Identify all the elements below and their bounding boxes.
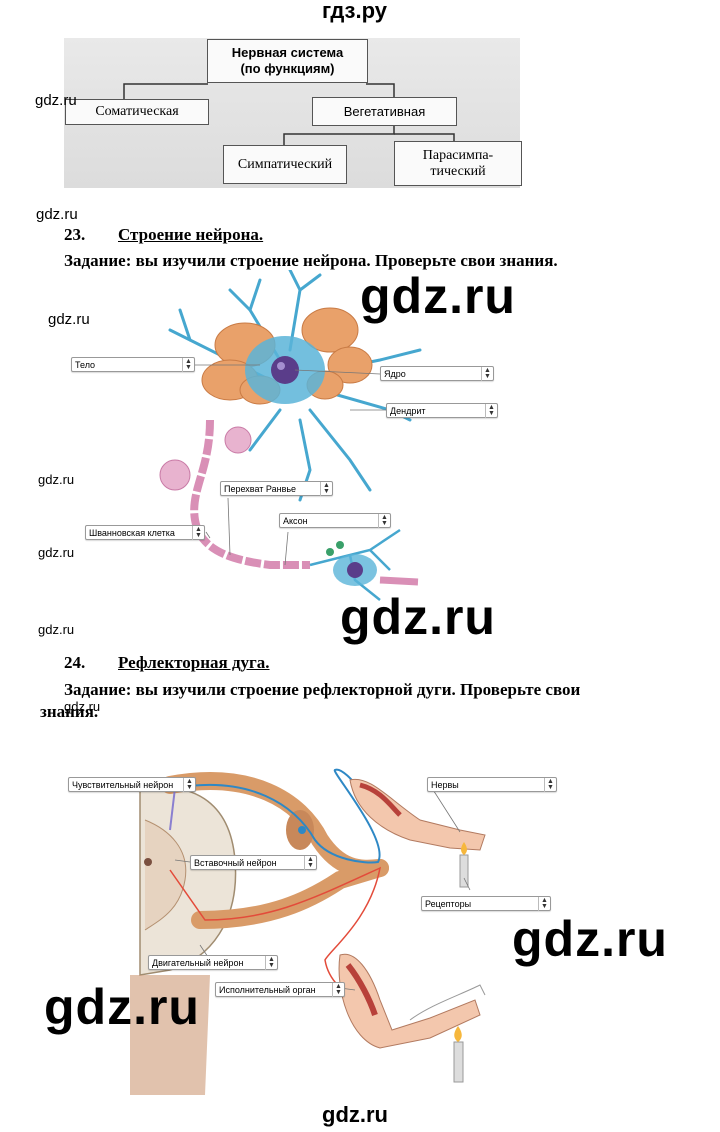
- select-motor-neuron[interactable]: Двигательный нейрон ▲▼: [148, 955, 278, 970]
- watermark-big-2: gdz.ru: [340, 588, 496, 646]
- ns-parasympathetic-box: Парасимпа- тический: [394, 141, 522, 186]
- section23-title: Строение нейрона.: [118, 225, 263, 245]
- section24-task-line2: знания.: [40, 701, 98, 723]
- select-dendrite-value: Дендрит: [390, 406, 425, 416]
- section24-number: 24.: [64, 653, 85, 673]
- updown-arrows-icon: ▲▼: [481, 367, 493, 381]
- watermark-small-2: gdz.ru: [36, 206, 78, 223]
- footer-watermark: gdz.ru: [322, 1102, 388, 1128]
- ns-somatic-box: Соматическая: [65, 99, 209, 125]
- section24-title: Рефлекторная дуга.: [118, 653, 270, 673]
- watermark-small-5: gdz.ru: [38, 545, 74, 560]
- watermark-big-4: gdz.ru: [44, 978, 200, 1036]
- select-effector[interactable]: Исполнительный орган ▲▼: [215, 982, 345, 997]
- updown-arrows-icon: ▲▼: [485, 404, 497, 418]
- updown-arrows-icon: ▲▼: [544, 778, 556, 792]
- reflex-arc-illustration: [130, 760, 500, 1095]
- select-nucleus-value: Ядро: [384, 369, 406, 379]
- updown-arrows-icon: ▲▼: [378, 514, 390, 528]
- updown-arrows-icon: ▲▼: [183, 778, 195, 792]
- select-neuron-body-value: Тело: [75, 360, 95, 370]
- updown-arrows-icon: ▲▼: [192, 526, 204, 540]
- ns-root-box: Нервная система (по функциям): [207, 39, 368, 83]
- ns-parasympathetic-line1: Парасимпа-: [423, 148, 493, 164]
- select-sensory-neuron[interactable]: Чувствительный нейрон ▲▼: [68, 777, 196, 792]
- watermark-small-3: gdz.ru: [48, 311, 90, 328]
- select-motor-neuron-value: Двигательный нейрон: [152, 958, 243, 968]
- section23-number: 23.: [64, 225, 85, 245]
- ns-vegetative-box: Вегетативная: [312, 97, 457, 126]
- select-nerves-value: Нервы: [431, 780, 459, 790]
- updown-arrows-icon: ▲▼: [304, 856, 316, 870]
- select-sensory-neuron-value: Чувствительный нейрон: [72, 780, 173, 790]
- select-nucleus[interactable]: Ядро ▲▼: [380, 366, 494, 381]
- ns-root-line1: Нервная система: [232, 45, 343, 61]
- watermark-small-1: gdz.ru: [35, 92, 77, 109]
- site-title: гдз.ру: [322, 0, 387, 24]
- watermark-big-3: gdz.ru: [512, 910, 668, 968]
- watermark-small-4: gdz.ru: [38, 472, 74, 487]
- select-interneuron[interactable]: Вставочный нейрон ▲▼: [190, 855, 317, 870]
- ns-parasympathetic-line2: тический: [430, 164, 485, 180]
- select-schwann-value: Шванновская клетка: [89, 528, 175, 538]
- select-axon-value: Аксон: [283, 516, 308, 526]
- select-receptors[interactable]: Рецепторы ▲▼: [421, 896, 551, 911]
- select-schwann[interactable]: Шванновская клетка ▲▼: [85, 525, 205, 540]
- ns-sympathetic-box: Симпатический: [223, 145, 347, 184]
- select-interneuron-value: Вставочный нейрон: [194, 858, 277, 868]
- updown-arrows-icon: ▲▼: [182, 358, 194, 372]
- updown-arrows-icon: ▲▼: [332, 983, 344, 997]
- select-axon[interactable]: Аксон ▲▼: [279, 513, 391, 528]
- select-nerves[interactable]: Нервы ▲▼: [427, 777, 557, 792]
- select-ranvier-value: Перехват Ранвье: [224, 484, 296, 494]
- select-receptors-value: Рецепторы: [425, 899, 471, 909]
- nervous-system-diagram: Нервная система (по функциям) Соматическ…: [64, 38, 520, 188]
- watermark-small-6: gdz.ru: [38, 622, 74, 637]
- ns-root-line2: (по функциям): [240, 61, 334, 77]
- updown-arrows-icon: ▲▼: [320, 482, 332, 496]
- updown-arrows-icon: ▲▼: [265, 956, 277, 970]
- watermark-big-1: gdz.ru: [360, 267, 516, 325]
- section24-task-line1: Задание: вы изучили строение рефлекторно…: [64, 679, 580, 701]
- updown-arrows-icon: ▲▼: [538, 897, 550, 911]
- select-effector-value: Исполнительный орган: [219, 985, 316, 995]
- select-ranvier[interactable]: Перехват Ранвье ▲▼: [220, 481, 333, 496]
- select-dendrite[interactable]: Дендрит ▲▼: [386, 403, 498, 418]
- select-neuron-body[interactable]: Тело ▲▼: [71, 357, 195, 372]
